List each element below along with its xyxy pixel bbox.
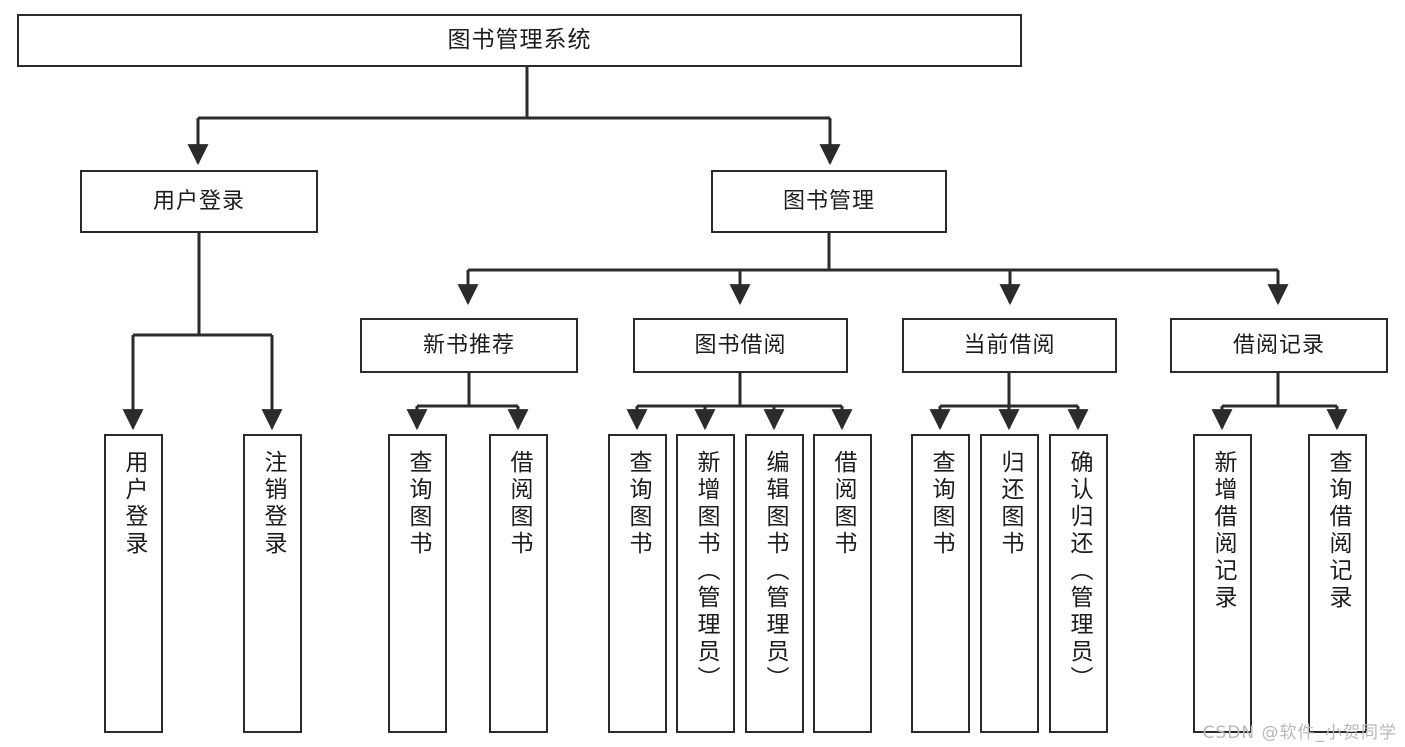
- watermark-csdn: CSDN @软件_小贺同学: [1202, 723, 1397, 743]
- leaf-book-borrow-1-label: 新增图书（管理员）: [693, 450, 719, 693]
- leaf-book-borrow-2[interactable]: 编辑图书（管理员）: [745, 434, 804, 733]
- leaf-current-borrow-0-label: 查询图书: [928, 450, 954, 558]
- leaf-current-borrow-2[interactable]: 确认归还（管理员）: [1049, 434, 1108, 733]
- leaf-borrow-record-1-label: 查询借阅记录: [1325, 450, 1351, 612]
- node-book-manage-label: 图书管理: [782, 188, 875, 214]
- node-book-borrow-label: 图书借阅: [694, 332, 787, 358]
- leaf-book-borrow-3[interactable]: 借阅图书: [813, 434, 872, 733]
- leaf-current-borrow-2-label: 确认归还（管理员）: [1066, 450, 1092, 693]
- node-new-book-recommend[interactable]: 新书推荐: [360, 318, 578, 373]
- node-user-login[interactable]: 用户登录: [80, 170, 318, 233]
- node-root-system-label: 图书管理系统: [447, 26, 592, 53]
- leaf-user-login-0-label: 用户登录: [121, 450, 147, 558]
- node-borrow-record[interactable]: 借阅记录: [1170, 318, 1388, 373]
- leaf-current-borrow-1-label: 归还图书: [997, 450, 1023, 558]
- leaf-user-login-1[interactable]: 注销登录: [243, 434, 302, 733]
- leaf-book-borrow-3-label: 借阅图书: [830, 450, 856, 558]
- leaf-book-borrow-0-label: 查询图书: [625, 450, 651, 558]
- leaf-new-book-0-label: 查询图书: [405, 450, 431, 558]
- leaf-new-book-1-label: 借阅图书: [506, 450, 532, 558]
- leaf-book-borrow-1[interactable]: 新增图书（管理员）: [676, 434, 735, 733]
- node-root-system[interactable]: 图书管理系统: [17, 14, 1022, 67]
- node-user-login-label: 用户登录: [152, 188, 245, 214]
- leaf-borrow-record-1[interactable]: 查询借阅记录: [1308, 434, 1367, 733]
- leaf-new-book-0[interactable]: 查询图书: [388, 434, 447, 733]
- leaf-current-borrow-1[interactable]: 归还图书: [980, 434, 1039, 733]
- leaf-book-borrow-0[interactable]: 查询图书: [608, 434, 667, 733]
- leaf-borrow-record-0[interactable]: 新增借阅记录: [1193, 434, 1252, 733]
- leaf-user-login-1-label: 注销登录: [260, 450, 286, 558]
- leaf-current-borrow-0[interactable]: 查询图书: [911, 434, 970, 733]
- node-current-borrow[interactable]: 当前借阅: [902, 318, 1117, 373]
- leaf-new-book-1[interactable]: 借阅图书: [489, 434, 548, 733]
- node-current-borrow-label: 当前借阅: [963, 332, 1056, 358]
- leaf-user-login-0[interactable]: 用户登录: [104, 434, 163, 733]
- leaf-borrow-record-0-label: 新增借阅记录: [1210, 450, 1236, 612]
- node-book-borrow[interactable]: 图书借阅: [633, 318, 848, 373]
- node-borrow-record-label: 借阅记录: [1232, 332, 1325, 358]
- leaf-book-borrow-2-label: 编辑图书（管理员）: [762, 450, 788, 693]
- node-book-manage[interactable]: 图书管理: [711, 170, 947, 233]
- node-new-book-recommend-label: 新书推荐: [422, 332, 515, 358]
